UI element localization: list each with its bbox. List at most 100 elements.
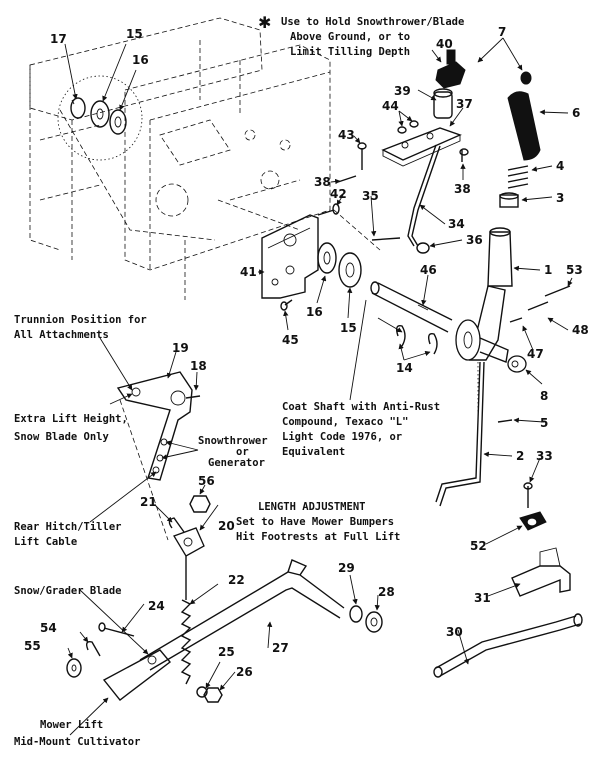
part-46-cross-shaft: [370, 281, 453, 333]
callout-30: 30: [446, 625, 463, 639]
part-16-bushing-bracket: [317, 242, 337, 274]
callout-7: 7: [498, 25, 506, 39]
callout-3: 3: [556, 191, 564, 205]
callout-16-frame: 16: [132, 53, 149, 67]
part-24-bolt: [98, 622, 135, 637]
extra-lift-note-line-2: Snow Blade Only: [14, 431, 110, 443]
callout-21: 21: [140, 495, 157, 509]
part-34-rod: [407, 144, 441, 247]
part-31-bracket: [511, 547, 571, 597]
callout-19: 19: [172, 341, 189, 355]
callout-35: 35: [362, 189, 379, 203]
callout-31: 31: [474, 591, 491, 605]
part-20-clevis: [173, 527, 205, 557]
callout-26: 26: [236, 665, 253, 679]
part-53-pin: [544, 285, 571, 297]
mower-lift-note-line-2: Mid-Mount Cultivator: [14, 736, 140, 748]
part-2-lift-rod: [435, 361, 485, 507]
part-26-nut: [203, 687, 223, 703]
part-6-grip: [507, 91, 541, 161]
part-42-bolt: [317, 203, 340, 216]
snowthrower-note-line-1: Snowthrower: [198, 435, 268, 447]
asterisk-note-line-2: Above Ground, or to: [290, 31, 410, 43]
coat-shaft-note-line-1: Coat Shaft with Anti-Rust: [282, 401, 440, 413]
part-37-bracket: [381, 127, 462, 167]
callout-15-frame: 15: [126, 27, 143, 41]
trunnion-note-line-1: Trunnion Position for: [14, 314, 147, 326]
callout-38-right: 38: [454, 182, 471, 196]
callout-47: 47: [527, 347, 544, 361]
part-25-washer: [196, 686, 208, 698]
part-33-screw: [523, 482, 533, 508]
part-40-knob: [435, 49, 466, 89]
part-35-pin: [371, 237, 401, 241]
callout-39: 39: [394, 84, 411, 98]
part-29-washer: [349, 605, 363, 623]
asterisk-marker: ✱: [258, 13, 271, 32]
part-8-nut: [507, 355, 527, 373]
callout-29: 29: [338, 561, 355, 575]
callout-40: 40: [436, 37, 453, 51]
callout-41: 41: [240, 265, 257, 279]
callout-55: 55: [24, 639, 41, 653]
callout-28: 28: [378, 585, 395, 599]
part-43-screw: [357, 142, 367, 170]
part-39-spacer: [433, 88, 453, 119]
trunnion-note-line-2: All Attachments: [14, 329, 109, 341]
part-3-collar: [499, 192, 519, 208]
callout-25: 25: [218, 645, 235, 659]
part-15-washer-bracket: [338, 252, 362, 288]
part-41-mounting-bracket: [261, 214, 319, 299]
part-21-cotter-pin: [168, 517, 185, 533]
part-16-bushing-frame: [109, 109, 127, 135]
part-14-clips: [395, 325, 438, 355]
callout-37: 37: [456, 97, 473, 111]
part-4-spring: [507, 165, 529, 189]
part-52-clamp: [519, 511, 547, 531]
rear-hitch-note-line-1: Rear Hitch/Tiller: [14, 521, 121, 533]
callout-14: 14: [396, 361, 413, 375]
callout-8: 8: [540, 389, 548, 403]
asterisk-note-line-3: Limit Tilling Depth: [290, 46, 410, 58]
snowthrower-note-line-3: Generator: [208, 457, 265, 469]
lift-arm-assembly: [455, 285, 509, 363]
part-48-pin: [527, 301, 549, 311]
callout-46: 46: [420, 263, 437, 277]
callout-44: 44: [382, 99, 399, 113]
callout-4: 4: [556, 159, 564, 173]
callout-56: 56: [198, 474, 215, 488]
part-47-pin: [509, 317, 523, 323]
callout-38-left: 38: [314, 175, 331, 189]
callout-54: 54: [40, 621, 57, 635]
coat-shaft-note-line-2: Compound, Texaco "L": [282, 416, 408, 428]
part-54-cotter-pin: [85, 640, 101, 657]
asterisk-note-line-1: Use to Hold Snowthrower/Blade: [281, 16, 464, 28]
snowthrower-note-line-2: or: [236, 446, 249, 458]
callout-36: 36: [466, 233, 483, 247]
part-22-turnbuckle-chain: [180, 556, 192, 685]
callout-27: 27: [272, 641, 289, 655]
part-56-nut: [189, 495, 211, 513]
callout-17: 17: [50, 32, 67, 46]
callout-33: 33: [536, 449, 553, 463]
part-15-washer-frame: [90, 100, 110, 128]
extra-lift-note-line-1: Extra Lift Height,: [14, 413, 128, 425]
snow-grader-note: Snow/Grader Blade: [14, 585, 121, 597]
part-5-pin: [497, 419, 513, 423]
callout-24: 24: [148, 599, 165, 613]
callout-5: 5: [540, 416, 548, 430]
part-36-washer: [416, 242, 430, 254]
rear-hitch-note-line-2: Lift Cable: [14, 536, 77, 548]
tractor-frame-drawing: [29, 17, 331, 300]
callout-18: 18: [190, 359, 207, 373]
callout-6: 6: [572, 106, 580, 120]
callout-53: 53: [566, 263, 583, 277]
callout-20: 20: [218, 519, 235, 533]
coat-shaft-note-line-3: Light Code 1976, or: [282, 431, 402, 443]
part-18-pin: [185, 395, 201, 399]
mower-lift-note-line-1: Mower Lift: [40, 719, 103, 731]
part-28-bushing: [365, 611, 383, 633]
length-adjustment-line-2: Set to Have Mower Bumpers: [236, 516, 394, 528]
callout-48: 48: [572, 323, 589, 337]
